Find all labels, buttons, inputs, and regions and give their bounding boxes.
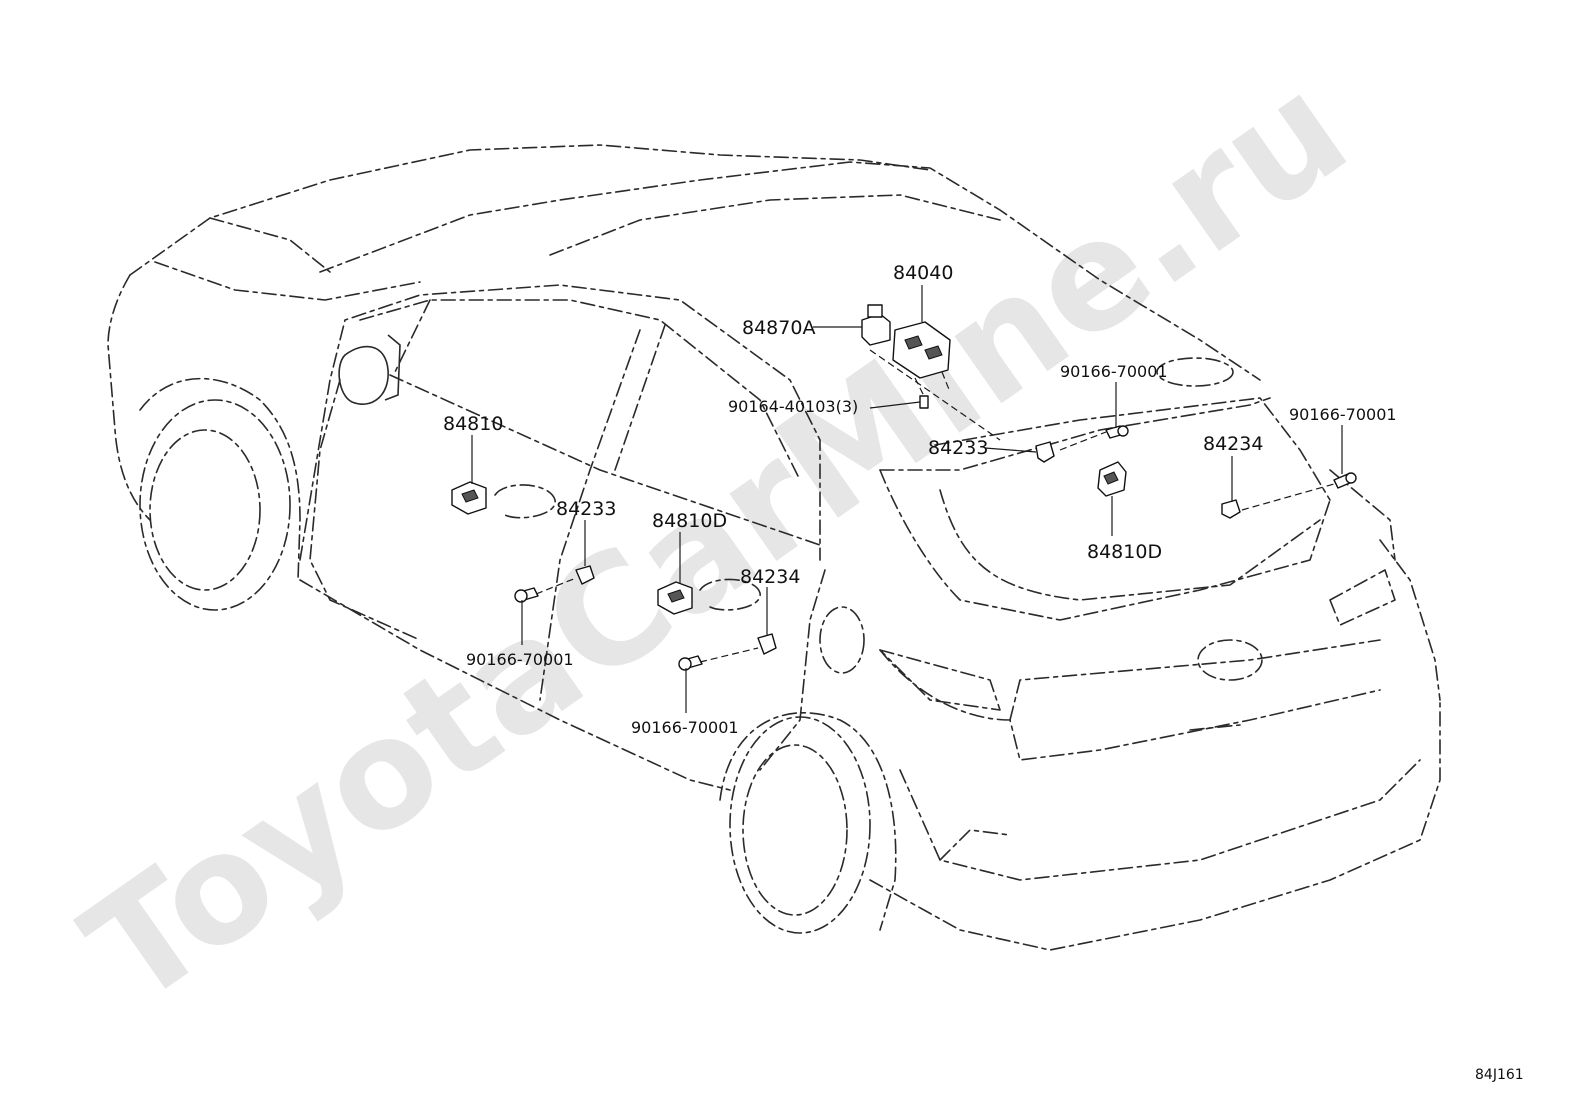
callout-90166-70001-front: 90166-70001 <box>466 650 574 669</box>
part-84233-clip-rear <box>1035 441 1055 463</box>
diagram-code: 84J161 <box>1475 1067 1524 1083</box>
callout-84810D-side: 84810D <box>652 510 727 532</box>
part-90166-bolt-front <box>514 587 539 603</box>
watermark-text: ToyotaCarMine.ru <box>56 42 1378 1040</box>
callout-84870A: 84870A <box>742 317 815 339</box>
part-84233-clip-front <box>575 565 595 585</box>
callout-90164-40103: 90164-40103(3) <box>728 397 858 416</box>
callout-84234-rear: 84234 <box>1203 433 1263 455</box>
callout-90166-70001-side: 90166-70001 <box>631 718 739 737</box>
part-84870A-switch <box>861 304 891 346</box>
part-84810-switch-front <box>451 481 487 515</box>
callout-90166-70001-rear-center: 90166-70001 <box>1060 362 1168 381</box>
callout-84233-front: 84233 <box>556 498 616 520</box>
part-90166-bolt-rear-center <box>1105 425 1129 439</box>
leader-lines <box>471 285 1343 713</box>
part-90166-bolt-rear-right <box>1333 472 1357 489</box>
callout-84810: 84810 <box>443 413 503 435</box>
part-84810D-switch-side <box>657 581 693 615</box>
part-90166-bolt-side <box>678 655 703 671</box>
part-84234-clip-rear <box>1221 499 1241 519</box>
callout-labels: 84040 84870A 90166-70001 90164-40103(3) … <box>443 262 1397 737</box>
part-84234-clip-side <box>757 633 777 655</box>
callout-84233-rear: 84233 <box>928 437 988 459</box>
part-84810D-switch-rear <box>1097 461 1127 497</box>
callout-84234-side: 84234 <box>740 566 800 588</box>
callout-84810D-rear: 84810D <box>1087 541 1162 563</box>
callout-84040: 84040 <box>893 262 953 284</box>
callout-90166-70001-rear-right: 90166-70001 <box>1289 405 1397 424</box>
car-outline <box>107 144 1441 951</box>
part-90164-screw <box>919 395 929 409</box>
part-84040-switch <box>892 321 951 399</box>
